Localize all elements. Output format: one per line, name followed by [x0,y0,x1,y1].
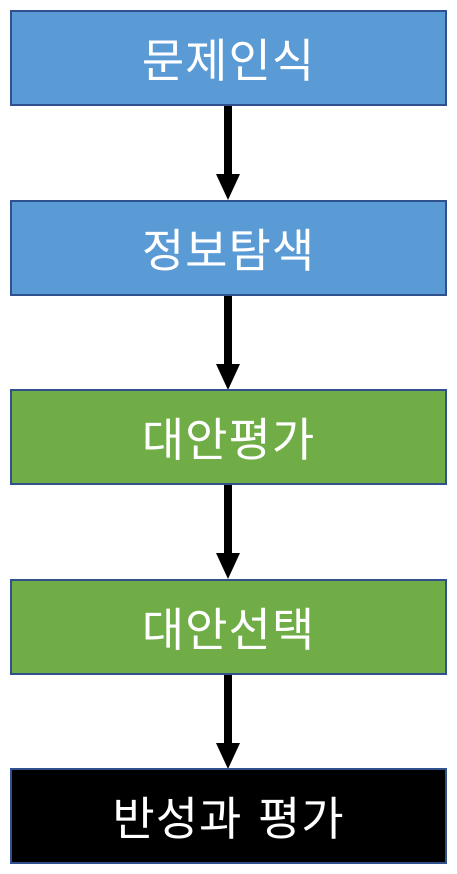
step-label: 대안선택 [141,603,316,657]
step-label: 대안평가 [141,413,316,467]
step-alternative-evaluation: 대안평가 [10,389,447,485]
step-reflection-evaluation: 반성과 평가 [10,768,447,864]
down-arrow [216,485,240,579]
step-alternative-selection: 대안선택 [10,579,447,675]
down-arrow [216,675,240,769]
step-label: 반성과 평가 [112,792,345,846]
step-problem-recognition: 문제인식 [10,10,447,106]
step-information-search: 정보탐색 [10,200,447,296]
down-arrow [216,106,240,200]
down-arrow [216,296,240,390]
step-label: 문제인식 [141,34,316,88]
step-label: 정보탐색 [141,224,316,278]
